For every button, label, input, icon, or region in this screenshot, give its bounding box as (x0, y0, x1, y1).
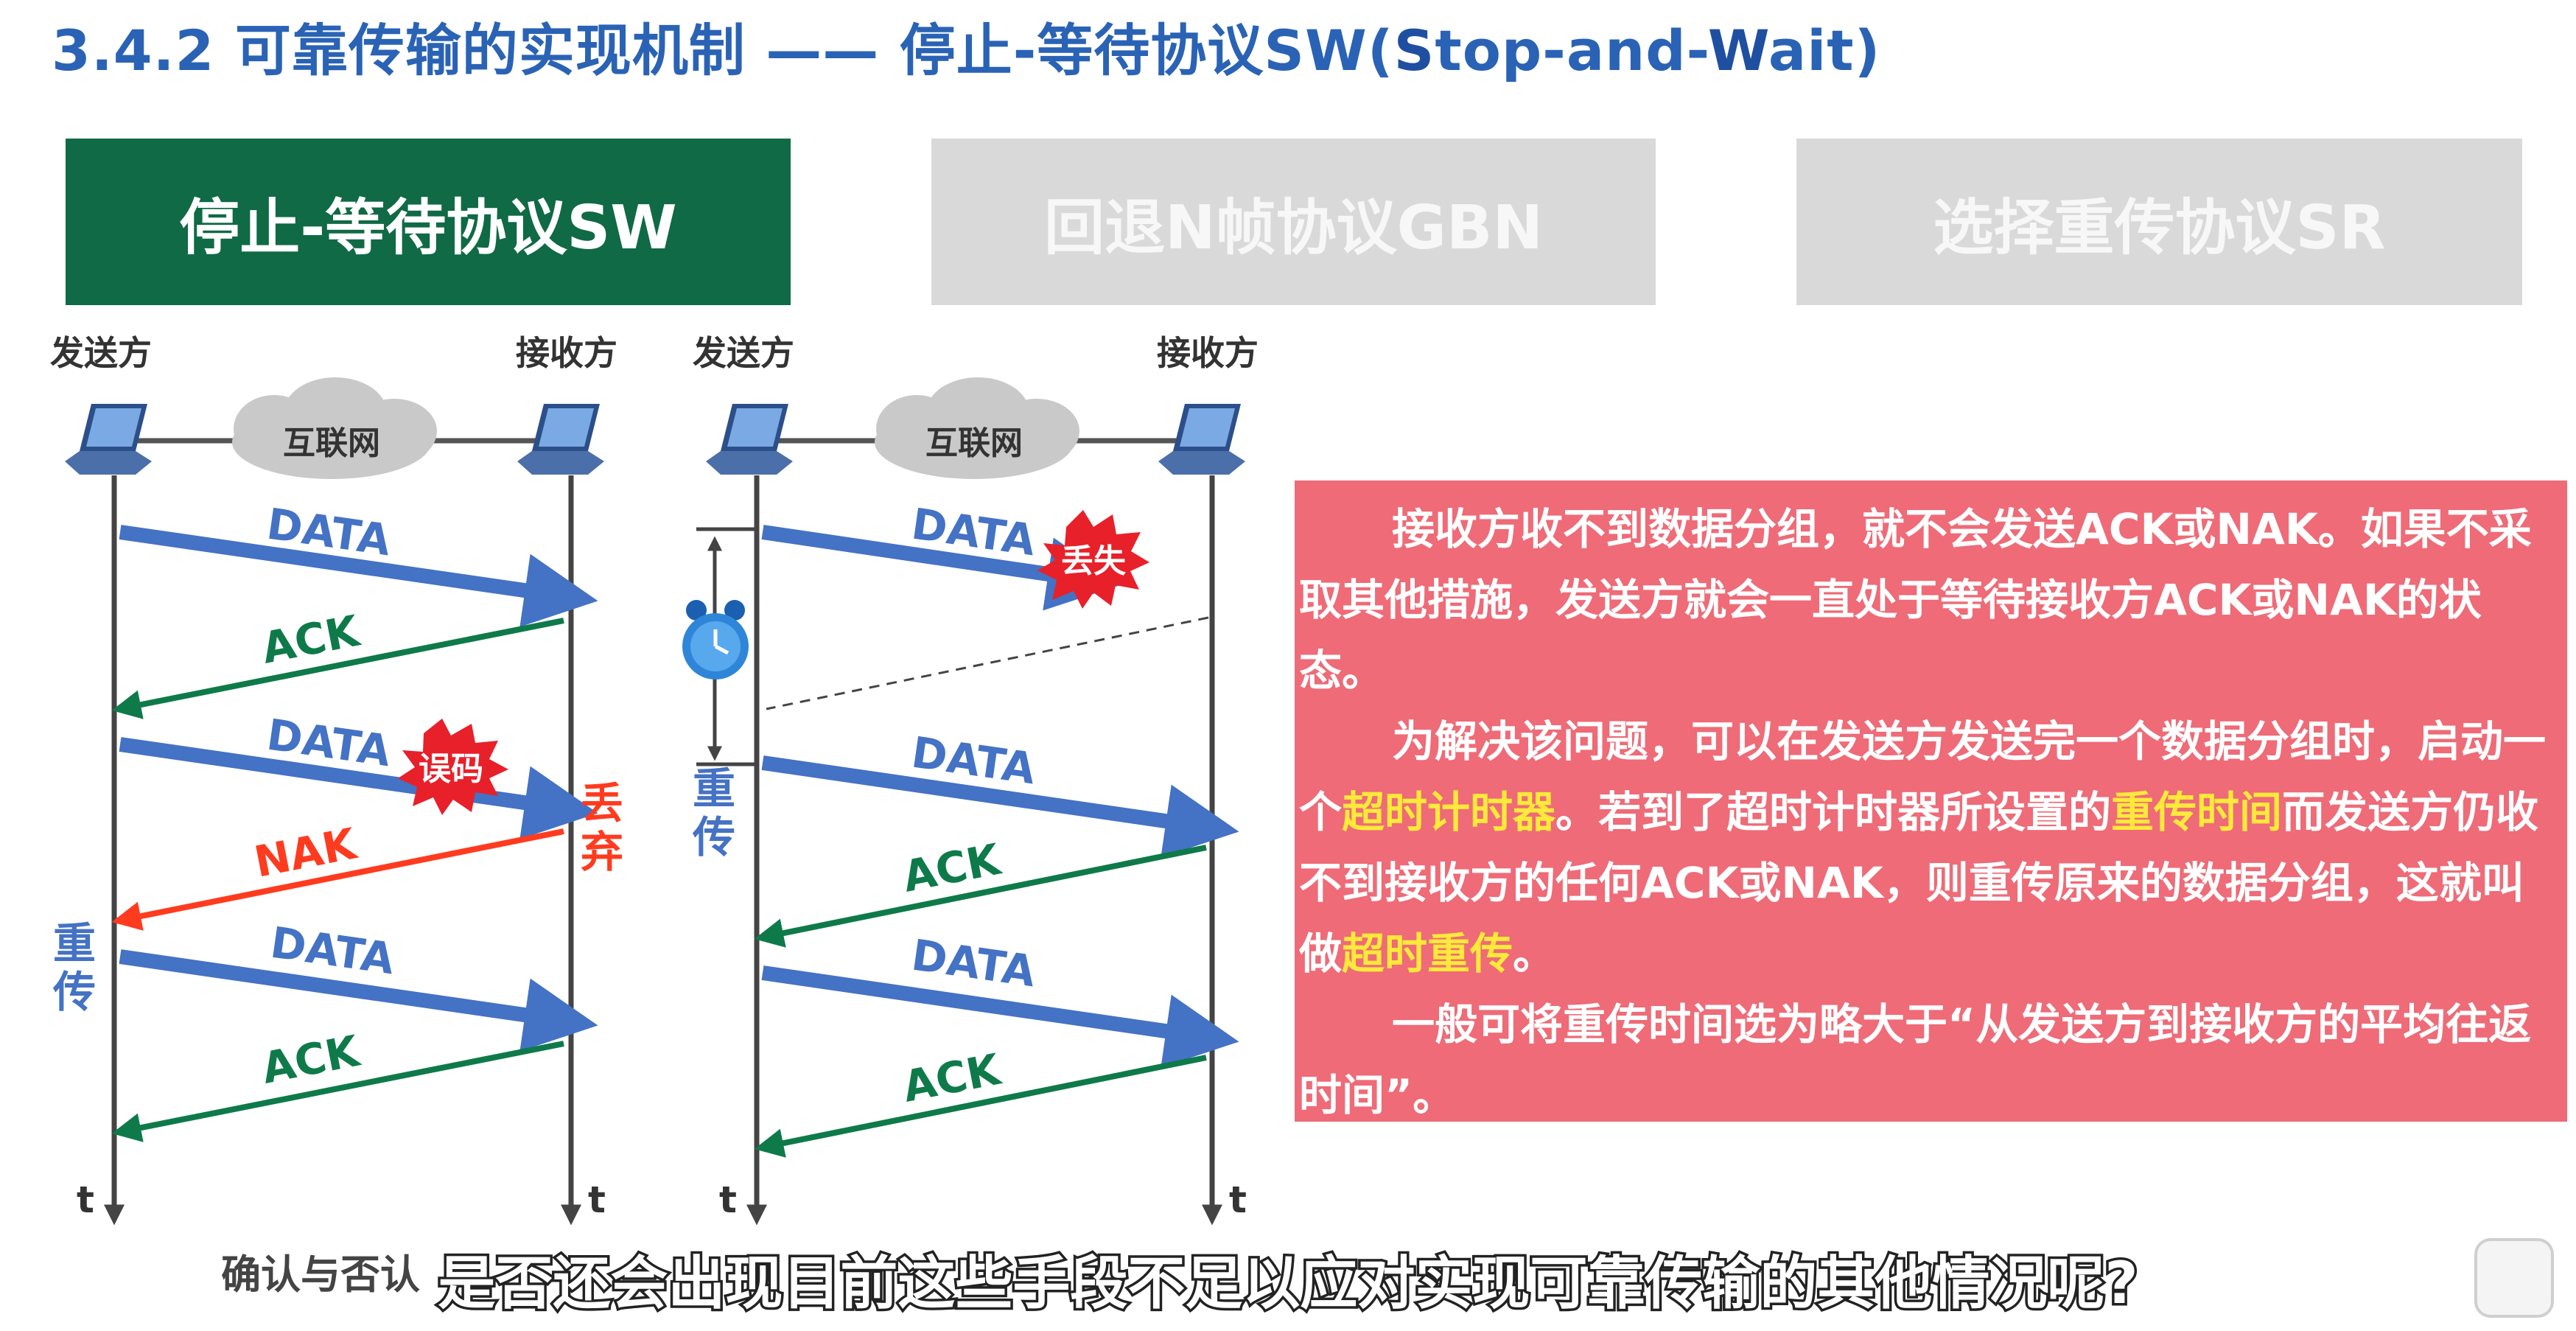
bottom-caption: 确认与否认 (221, 1251, 420, 1298)
left-data-arrow-2 (119, 737, 598, 839)
alarm-clock-icon (682, 600, 749, 680)
tab-go-back-n[interactable]: 回退N帧协议GBN (931, 139, 1656, 305)
right-dashed-no-response (766, 616, 1209, 710)
right-data-label-3: DATA (909, 930, 1038, 997)
left-network-label: 互联网 (283, 425, 380, 462)
note-highlight-timer: 超时计时器 (1342, 787, 1556, 837)
right-sender-label: 发送方 (693, 333, 794, 373)
right-time-label-sender: t (719, 1178, 737, 1221)
right-ack-arrow-1 (754, 845, 1207, 948)
left-data-arrow-1 (119, 525, 598, 627)
right-ack-arrow-2 (754, 1055, 1207, 1158)
right-data-arrow-3 (761, 965, 1239, 1068)
left-ack-label-2: ACK (258, 1025, 365, 1093)
note-p3-text: 一般可将重传时间选为略大于“从发送方到接收方的平均往返时间”。 (1299, 999, 2532, 1120)
laptop-icon (1158, 404, 1245, 475)
player-corner-icon[interactable] (2474, 1238, 2554, 1318)
lost-badge-label: 丢失 (1061, 542, 1127, 580)
left-ack-arrow-2 (111, 1041, 564, 1142)
laptop-icon (706, 404, 793, 475)
right-retransmit-label-2: 传 (692, 812, 735, 862)
title-mid: top-and- (1435, 18, 1708, 83)
note-p2-b: 。若到了超时计时器所设置的 (1555, 787, 2112, 837)
discard-label-2: 弃 (581, 827, 623, 877)
tab-selective-repeat[interactable]: 选择重传协议SR (1796, 139, 2522, 305)
note-highlight-retransmit-time: 重传时间 (2111, 787, 2283, 837)
page-title: 3.4.2 可靠传输的实现机制 —— 停止-等待协议SW(Stop-and-Wa… (52, 10, 1880, 91)
left-time-label-receiver: t (588, 1178, 606, 1221)
right-data-arrow-2 (761, 755, 1239, 858)
note-paragraph-2: 为解决该问题，可以在发送方发送完一个数据分组时，启动一个超时计时器。若到了超时计… (1299, 706, 2552, 989)
right-timeout-diagram: 发送方 接收方 互联网 t t (0, 317, 1259, 1226)
title-w: W (1707, 18, 1768, 83)
lost-burst-icon (1037, 510, 1149, 609)
tab-stop-and-wait[interactable]: 停止-等待协议SW (66, 139, 791, 305)
left-data-arrow-3 (119, 949, 598, 1052)
left-retransmit-label-1: 重 (53, 918, 96, 968)
tab-label: 停止-等待协议SW (179, 192, 677, 263)
note-paragraph-3: 一般可将重传时间选为略大于“从发送方到接收方的平均往返时间”。 (1299, 989, 2552, 1131)
discard-label-1: 丢 (581, 778, 623, 828)
right-network-label: 互联网 (925, 425, 1023, 462)
note-highlight-timeout-retransmit: 超时重传 (1342, 929, 1513, 979)
left-retransmit-label-2: 传 (52, 967, 96, 1017)
left-time-label-sender: t (77, 1178, 94, 1221)
error-badge-label: 误码 (419, 750, 483, 788)
laptop-icon (517, 404, 604, 475)
explanation-note: 接收方收不到数据分组，就不会发送ACK或NAK。如果不采取其他措施，发送方就会一… (1295, 481, 2567, 1122)
right-cloud-icon (875, 377, 1079, 479)
right-data-arrow-lost (761, 525, 1121, 611)
title-prefix: 3.4.2 可靠传输的实现机制 —— 停止-等待协议SW( (52, 18, 1394, 83)
right-receiver-label: 接收方 (1157, 333, 1259, 373)
note-p2-c: 而发送方仍收不到接收方的任何ACK或NAK，则重传原来的数据分组，这就叫做 (1299, 787, 2539, 979)
title-suffix: ait) (1768, 18, 1881, 83)
note-paragraph-1: 接收方收不到数据分组，就不会发送ACK或NAK。如果不采取其他措施，发送方就会一… (1299, 494, 2552, 706)
left-cloud-icon (232, 377, 437, 479)
right-retransmit-label-full: 重传 (0, 317, 1, 318)
note-p2-d: 。 (1513, 929, 1556, 979)
left-nak-arrow (111, 828, 564, 931)
title-s: S (1393, 18, 1435, 83)
left-receiver-label: 接收方 (516, 333, 617, 373)
tab-label: 回退N帧协议GBN (1043, 192, 1544, 263)
video-subtitle: 是否还会出现目前这些手段不足以应对实现可靠传输的其他情况呢? (435, 1248, 2141, 1320)
left-sw-diagram: 发送方 接收方 互联网 t t DATA ACK DATA (50, 333, 623, 1226)
tab-label: 选择重传协议SR (1933, 192, 2386, 263)
right-retransmit-label-1: 重 (693, 764, 735, 814)
laptop-icon (65, 404, 152, 475)
left-sender-label: 发送方 (50, 333, 152, 373)
right-time-label-receiver: t (1229, 1178, 1247, 1221)
protocol-diagrams: 发送方 接收方 互联网 t t DATA ACK DATA (0, 317, 1259, 1226)
left-ack-arrow-1 (111, 618, 564, 719)
note-p2-a: 为解决该问题，可以在发送方发送完一个数据分组时，启动一个 (1299, 716, 2547, 837)
error-burst-icon (398, 719, 508, 815)
note-p1-text: 接收方收不到数据分组，就不会发送ACK或NAK。如果不采取其他措施，发送方就会一… (1299, 504, 2532, 696)
